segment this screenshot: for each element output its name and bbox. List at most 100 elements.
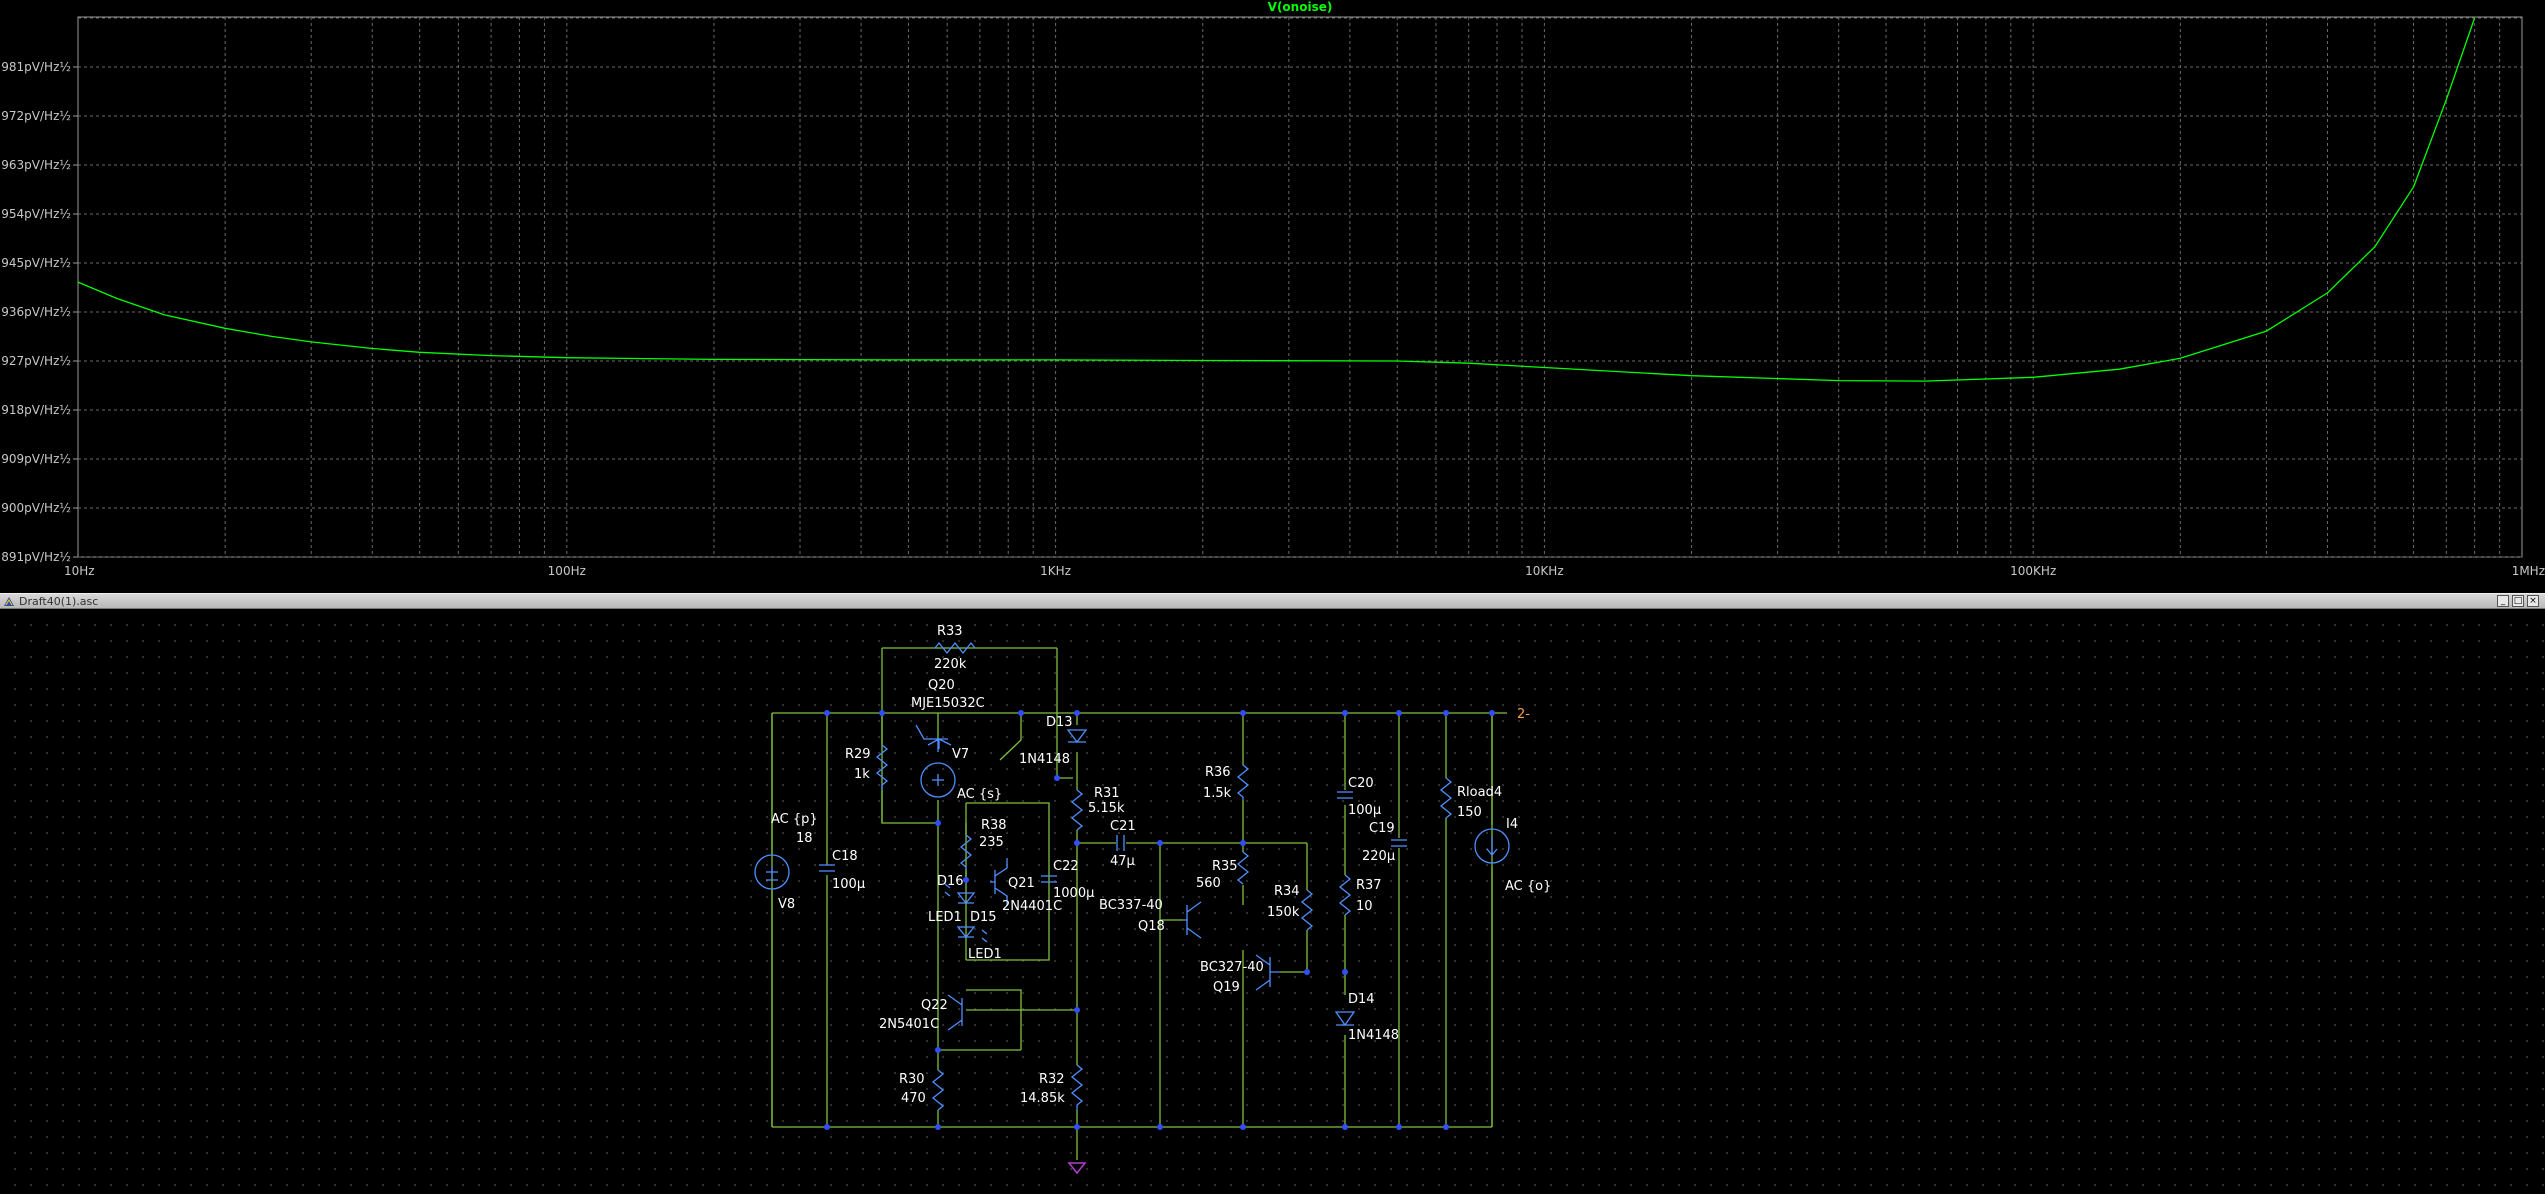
label-r34-value[interactable]: 150k: [1267, 905, 1300, 920]
resistor-r33: [934, 641, 976, 655]
schematic-titlebar[interactable]: Draft40(1).asc _ □ ×: [0, 593, 2545, 609]
label-d13-value[interactable]: 1N4148: [1019, 752, 1070, 767]
label-c18-name[interactable]: C18: [832, 849, 858, 864]
voltage-source-v7: [920, 762, 956, 798]
label-v8-dc[interactable]: 18: [796, 831, 813, 846]
y-axis-ticks: 981pV/Hz½972pV/Hz½963pV/Hz½954pV/Hz½945p…: [1, 60, 78, 564]
label-c21-value[interactable]: 47µ: [1110, 854, 1135, 869]
capacitor-c18: [819, 864, 835, 872]
label-r35-name[interactable]: R35: [1212, 859, 1238, 874]
maximize-button[interactable]: □: [2512, 595, 2524, 607]
x-tick-label: 100Hz: [548, 564, 586, 578]
label-d15-value[interactable]: LED1: [968, 947, 1002, 962]
trace-label[interactable]: V(onoise): [1268, 0, 1333, 14]
window-title: Draft40(1).asc: [19, 595, 99, 608]
label-q18-value[interactable]: BC337-40: [1099, 898, 1163, 913]
label-q18-name[interactable]: Q18: [1138, 919, 1165, 934]
label-c20-value[interactable]: 100µ: [1348, 803, 1381, 818]
resistor-r36: [1236, 764, 1250, 800]
label-q19-name[interactable]: Q19: [1213, 980, 1240, 995]
label-i4-name[interactable]: I4: [1506, 817, 1518, 832]
x-tick-label: 1KHz: [1040, 564, 1071, 578]
y-tick-label: 972pV/Hz½: [1, 109, 71, 123]
label-d14-name[interactable]: D14: [1348, 992, 1375, 1007]
resistor-r32: [1070, 1064, 1084, 1110]
y-tick-label: 900pV/Hz½: [1, 501, 71, 515]
label-r33-value[interactable]: 220k: [934, 657, 967, 672]
label-rload4-value[interactable]: 150: [1457, 805, 1482, 820]
label-q21-name[interactable]: Q21: [1008, 876, 1035, 891]
label-r32-value[interactable]: 14.85k: [1020, 1091, 1065, 1106]
label-d16-value[interactable]: LED1: [928, 910, 962, 925]
label-r30-name[interactable]: R30: [899, 1072, 925, 1087]
capacitor-c22: [1041, 875, 1057, 883]
resistor-rload4: [1439, 777, 1453, 819]
ltspice-app-icon: [4, 597, 14, 606]
plot-frame: [77, 16, 2523, 558]
label-c22-name[interactable]: C22: [1053, 859, 1079, 874]
label-r33-name[interactable]: R33: [937, 624, 963, 639]
y-tick-label: 891pV/Hz½: [1, 550, 71, 564]
waveform-plot[interactable]: 981pV/Hz½972pV/Hz½963pV/Hz½954pV/Hz½945p…: [0, 0, 2545, 584]
label-c21-name[interactable]: C21: [1110, 819, 1136, 834]
y-tick-label: 936pV/Hz½: [1, 305, 71, 319]
transistor-q18: [1183, 901, 1202, 939]
label-rload4-name[interactable]: Rload4: [1457, 785, 1502, 800]
label-c19-name[interactable]: C19: [1369, 821, 1395, 836]
plot-grid: [77, 16, 2523, 558]
label-r37-name[interactable]: R37: [1356, 878, 1382, 893]
trace-onoise: [77, 17, 2476, 382]
label-q21-value[interactable]: 2N4401C: [1002, 899, 1062, 914]
label-r29-name[interactable]: R29: [845, 747, 871, 762]
label-q19-value[interactable]: BC327-40: [1200, 960, 1264, 975]
label-v8-name[interactable]: V8: [778, 897, 795, 912]
schematic-canvas[interactable]: R33 220k Q20 MJE15032C D13 1N4148 2- R29…: [0, 610, 2545, 1194]
y-tick-label: 927pV/Hz½: [1, 354, 71, 368]
label-r35-value[interactable]: 560: [1196, 876, 1221, 891]
label-c18-value[interactable]: 100µ: [832, 877, 865, 892]
label-r31-name[interactable]: R31: [1094, 786, 1120, 801]
label-r34-name[interactable]: R34: [1274, 884, 1300, 899]
label-d15-name[interactable]: D15: [970, 910, 997, 925]
label-c22-value[interactable]: 1000µ: [1053, 886, 1094, 901]
schematic-drawing[interactable]: R33 220k Q20 MJE15032C D13 1N4148 2- R29…: [0, 610, 2545, 1194]
label-r38-value[interactable]: 235: [979, 835, 1004, 850]
label-r32-name[interactable]: R32: [1039, 1072, 1065, 1087]
minimize-button[interactable]: _: [2497, 595, 2509, 607]
voltage-source-v8: [754, 854, 790, 890]
label-r37-value[interactable]: 10: [1356, 899, 1373, 914]
label-i4-value[interactable]: AC {o}: [1505, 879, 1551, 894]
pane-divider[interactable]: [0, 584, 2545, 593]
label-c20-name[interactable]: C20: [1348, 776, 1374, 791]
label-v7-name[interactable]: V7: [952, 747, 969, 762]
label-q20-value[interactable]: MJE15032C: [911, 696, 985, 711]
label-d13-name[interactable]: D13: [1046, 715, 1073, 730]
capacitor-c21: [1116, 835, 1125, 851]
ground-symbol: [1067, 1162, 1087, 1175]
resistor-r35: [1236, 851, 1250, 885]
label-d16-name[interactable]: D16: [937, 874, 964, 889]
y-tick-label: 954pV/Hz½: [1, 207, 71, 221]
label-c19-value[interactable]: 220µ: [1362, 849, 1395, 864]
label-d14-value[interactable]: 1N4148: [1348, 1028, 1399, 1043]
label-r36-value[interactable]: 1.5k: [1203, 786, 1232, 801]
label-q22-name[interactable]: Q22: [921, 998, 948, 1013]
label-q20-name[interactable]: Q20: [928, 678, 955, 693]
label-v7-value[interactable]: AC {s}: [957, 787, 1002, 802]
label-r31-value[interactable]: 5.15k: [1088, 801, 1125, 816]
transistor-q21: [990, 858, 1008, 906]
close-button[interactable]: ×: [2527, 595, 2539, 607]
label-r38-name[interactable]: R38: [981, 818, 1007, 833]
y-tick-label: 909pV/Hz½: [1, 452, 71, 466]
label-q22-value[interactable]: 2N5401C: [879, 1017, 939, 1032]
y-tick-label: 945pV/Hz½: [1, 256, 71, 270]
label-r36-name[interactable]: R36: [1205, 765, 1231, 780]
resistor-r31: [1070, 789, 1084, 831]
transistor-q19: [1255, 954, 1280, 991]
label-r29-value[interactable]: 1k: [854, 767, 870, 782]
label-v8-value[interactable]: AC {p}: [771, 812, 818, 827]
net-label-out[interactable]: 2-: [1517, 707, 1530, 722]
label-r30-value[interactable]: 470: [901, 1091, 926, 1106]
